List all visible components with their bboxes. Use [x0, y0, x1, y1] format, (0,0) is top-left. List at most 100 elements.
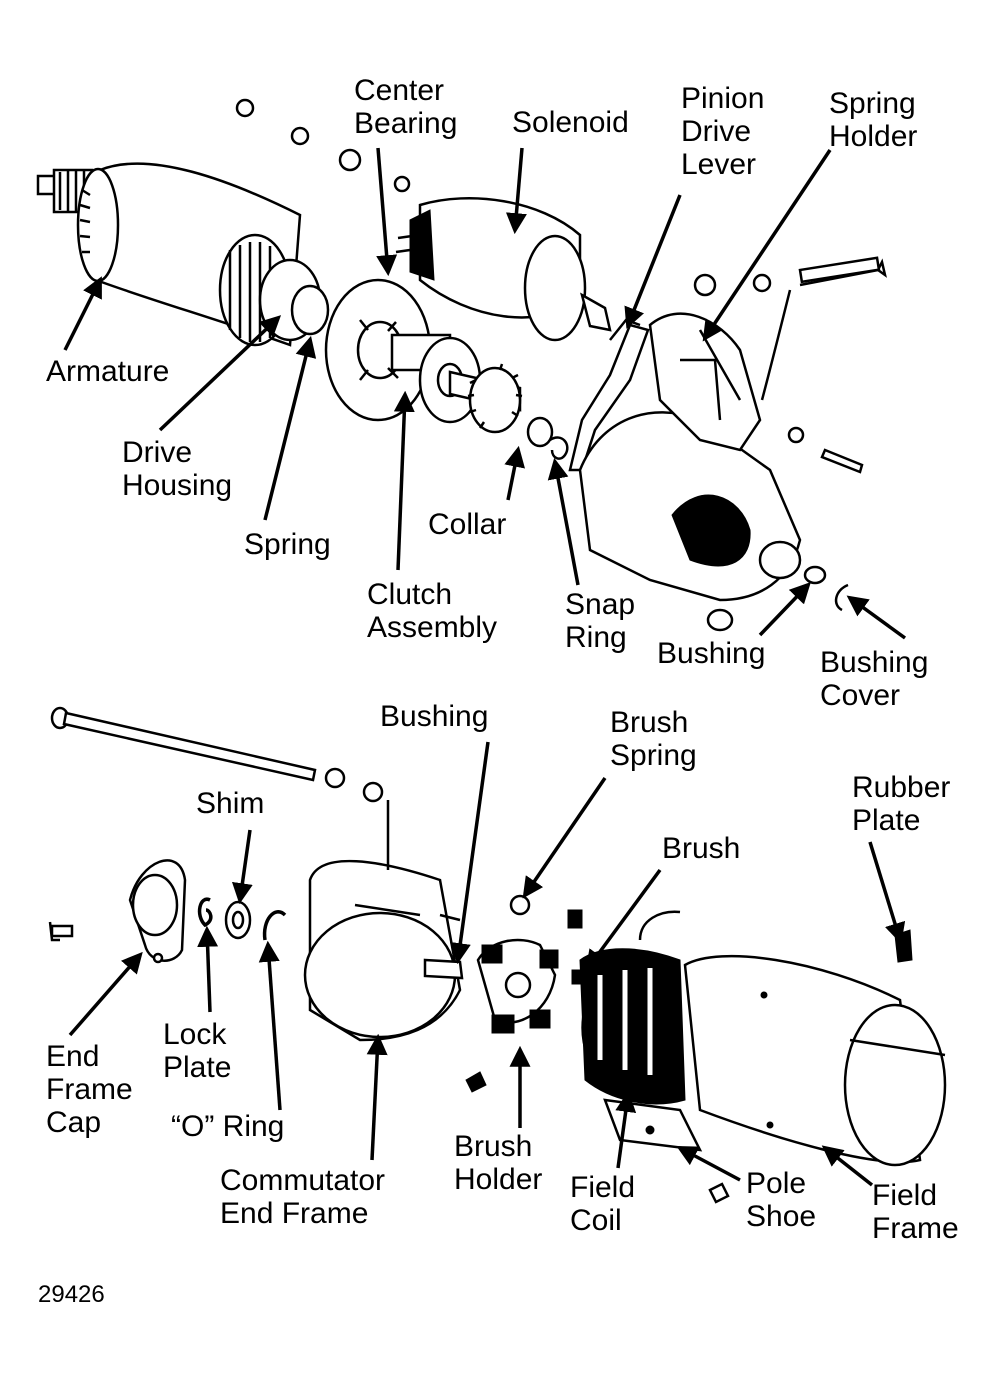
- arrow-commutator-end-frame: [366, 1033, 388, 1161]
- label-line: Snap: [565, 588, 636, 621]
- label-line: Drive: [681, 115, 752, 148]
- solenoid-part: [393, 175, 612, 342]
- arrow-spring: [263, 335, 317, 521]
- arrow-end-frame-cap: [68, 951, 143, 1037]
- label-line: Drive: [122, 436, 193, 469]
- label-line: Shoe: [746, 1200, 817, 1233]
- label-bushing-cover: Bushing Cover: [820, 646, 928, 712]
- label-pole-shoe: Pole Shoe: [746, 1167, 816, 1233]
- arrow-clutch-assembly: [393, 390, 415, 571]
- label-line: Cover: [820, 679, 901, 712]
- label-line: Coil: [570, 1204, 622, 1237]
- label-line: Bearing: [354, 107, 458, 140]
- label-line: Center: [354, 74, 445, 107]
- label-spring: Spring: [244, 528, 331, 561]
- label-commutator-end-frame: Commutator End Frame: [220, 1164, 385, 1230]
- label-line: Spring: [829, 87, 916, 120]
- label-line: Pole: [746, 1167, 807, 1200]
- arrow-o-ring: [258, 940, 282, 1111]
- label-line: “O” Ring: [171, 1110, 285, 1143]
- label-end-frame-cap: End Frame Cap: [46, 1040, 133, 1139]
- label-o-ring: “O” Ring: [171, 1110, 284, 1143]
- label-line: Assembly: [367, 611, 498, 644]
- hardware-top-right: [693, 256, 887, 474]
- label-line: Frame: [46, 1073, 133, 1106]
- label-line: Solenoid: [512, 106, 629, 139]
- arrow-spring-holder: [702, 149, 832, 342]
- clutch-assembly-part: [390, 333, 522, 424]
- label-line: Housing: [122, 469, 233, 502]
- label-brush-spring: Brush Spring: [610, 706, 697, 772]
- arrow-drive-housing: [158, 315, 282, 432]
- label-line: End: [46, 1040, 100, 1073]
- bushing-top-part: [803, 565, 849, 612]
- arrow-rubber-plate: [868, 841, 906, 945]
- arrow-snap-ring: [547, 457, 580, 586]
- label-line: Spring: [610, 739, 697, 772]
- label-line: Frame: [872, 1212, 959, 1245]
- label-pinion-drive-lever: Pinion Drive Lever: [681, 82, 764, 181]
- label-field-frame: Field Frame: [872, 1179, 959, 1245]
- label-armature: Armature: [46, 355, 169, 388]
- o-ring-part: [262, 910, 287, 941]
- brush-holder-part: [465, 894, 583, 1093]
- lock-plate-part: [197, 897, 213, 928]
- label-line: Brush: [662, 832, 741, 865]
- label-bushing-bottom: Bushing: [380, 700, 488, 733]
- commutator-end-frame-part: [303, 800, 464, 1042]
- label-lock-plate: Lock Plate: [163, 1018, 231, 1084]
- label-line: Spring: [244, 528, 331, 561]
- label-line: Cap: [46, 1106, 102, 1139]
- label-collar: Collar: [428, 508, 506, 541]
- label-line: Bushing: [820, 646, 929, 679]
- label-solenoid: Solenoid: [512, 106, 629, 139]
- end-frame-cap-part: [48, 859, 187, 964]
- armature-part: [36, 162, 330, 347]
- label-line: Shim: [196, 787, 265, 820]
- label-line: Brush: [610, 706, 689, 739]
- label-line: Rubber: [852, 771, 951, 804]
- label-line: Collar: [428, 508, 507, 541]
- label-line: Ring: [565, 621, 627, 654]
- hardware-top-left: [235, 98, 362, 172]
- arrow-brush-spring: [522, 777, 607, 899]
- figure-number: 29426: [38, 1281, 105, 1308]
- arrow-brush: [585, 868, 662, 972]
- arrow-collar: [504, 445, 526, 501]
- label-line: End Frame: [220, 1197, 369, 1230]
- arrow-bushing-bottom: [449, 741, 490, 965]
- label-line: Brush: [454, 1130, 533, 1163]
- through-bolt-part: [50, 706, 384, 803]
- label-line: Clutch: [367, 578, 453, 611]
- leader-arrows: [63, 147, 907, 1187]
- pinion-gear-part: [467, 363, 569, 460]
- label-line: Plate: [163, 1051, 232, 1084]
- drive-housing-part: [578, 312, 802, 632]
- label-line: Field: [872, 1179, 938, 1212]
- label-clutch-assembly: Clutch Assembly: [367, 578, 497, 644]
- label-line: Lock: [163, 1018, 227, 1051]
- label-brush-holder: Brush Holder: [454, 1130, 542, 1196]
- label-center-bearing: Center Bearing: [354, 74, 457, 140]
- label-line: Holder: [829, 120, 918, 153]
- label-line: Bushing: [380, 700, 489, 733]
- arrow-armature: [63, 276, 102, 351]
- arrow-pole-shoe: [676, 1146, 741, 1182]
- label-line: Holder: [454, 1163, 543, 1196]
- arrow-shim: [231, 829, 253, 905]
- arrow-lock-plate: [197, 925, 219, 1013]
- arrow-bushing-top: [758, 581, 811, 637]
- arrow-field-frame: [821, 1145, 874, 1187]
- label-shim: Shim: [196, 787, 264, 820]
- field-coil-part: [571, 910, 686, 1105]
- label-bushing-top: Bushing: [657, 637, 765, 670]
- label-line: Bushing: [657, 637, 766, 670]
- label-line: Commutator: [220, 1164, 386, 1197]
- label-line: Pinion: [681, 82, 765, 115]
- label-line: Lever: [681, 148, 757, 181]
- label-brush: Brush: [662, 832, 740, 865]
- arrow-field-coil: [615, 1090, 637, 1169]
- arrow-solenoid: [505, 147, 527, 235]
- label-drive-housing: Drive Housing: [122, 436, 232, 502]
